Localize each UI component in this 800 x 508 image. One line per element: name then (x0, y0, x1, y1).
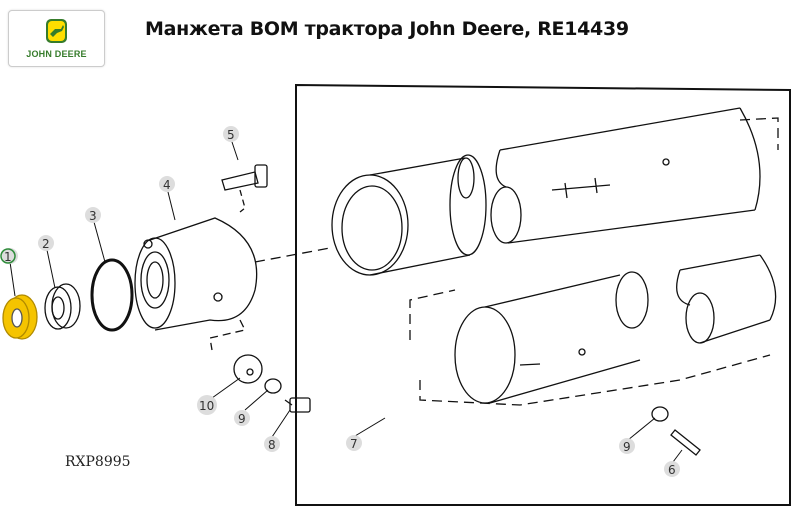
part-7-lower-shield (409, 254, 777, 406)
part-5-bolt (221, 164, 268, 213)
assembly-panel (295, 83, 791, 506)
part-9b-washer (651, 406, 669, 422)
part-3-o-ring (90, 258, 134, 332)
callout-9b[interactable]: 9 (623, 440, 631, 454)
part-4-housing (134, 217, 258, 351)
selected-callout-ring (0, 248, 16, 264)
deer-icon (46, 19, 67, 43)
callout-8[interactable]: 8 (268, 438, 276, 452)
part-8-bolt (284, 397, 311, 413)
john-deere-logo: JOHN DEERE (8, 10, 105, 67)
part-1-seal-highlighted (2, 294, 38, 340)
part-6-screw (670, 429, 701, 456)
page-title: Манжета ВОМ трактора John Deere, RE14439 (145, 18, 629, 40)
callout-9[interactable]: 9 (238, 412, 246, 426)
part-7-upper-shield (254, 107, 779, 276)
callout-7[interactable]: 7 (350, 437, 358, 451)
callout-6[interactable]: 6 (668, 463, 676, 477)
part-9-washer (264, 378, 282, 394)
logo-text: JOHN DEERE (26, 49, 87, 59)
callout-1[interactable]: 1 (4, 250, 12, 264)
diagram-code: RXP8995 (65, 454, 131, 470)
callout-3[interactable]: 3 (89, 209, 97, 223)
part-2-oil-seal (44, 283, 81, 330)
callout-10[interactable]: 10 (199, 399, 214, 413)
callout-2[interactable]: 2 (42, 237, 50, 251)
part-10-washer (233, 354, 263, 384)
callout-4[interactable]: 4 (163, 178, 171, 192)
callout-5[interactable]: 5 (227, 128, 235, 142)
